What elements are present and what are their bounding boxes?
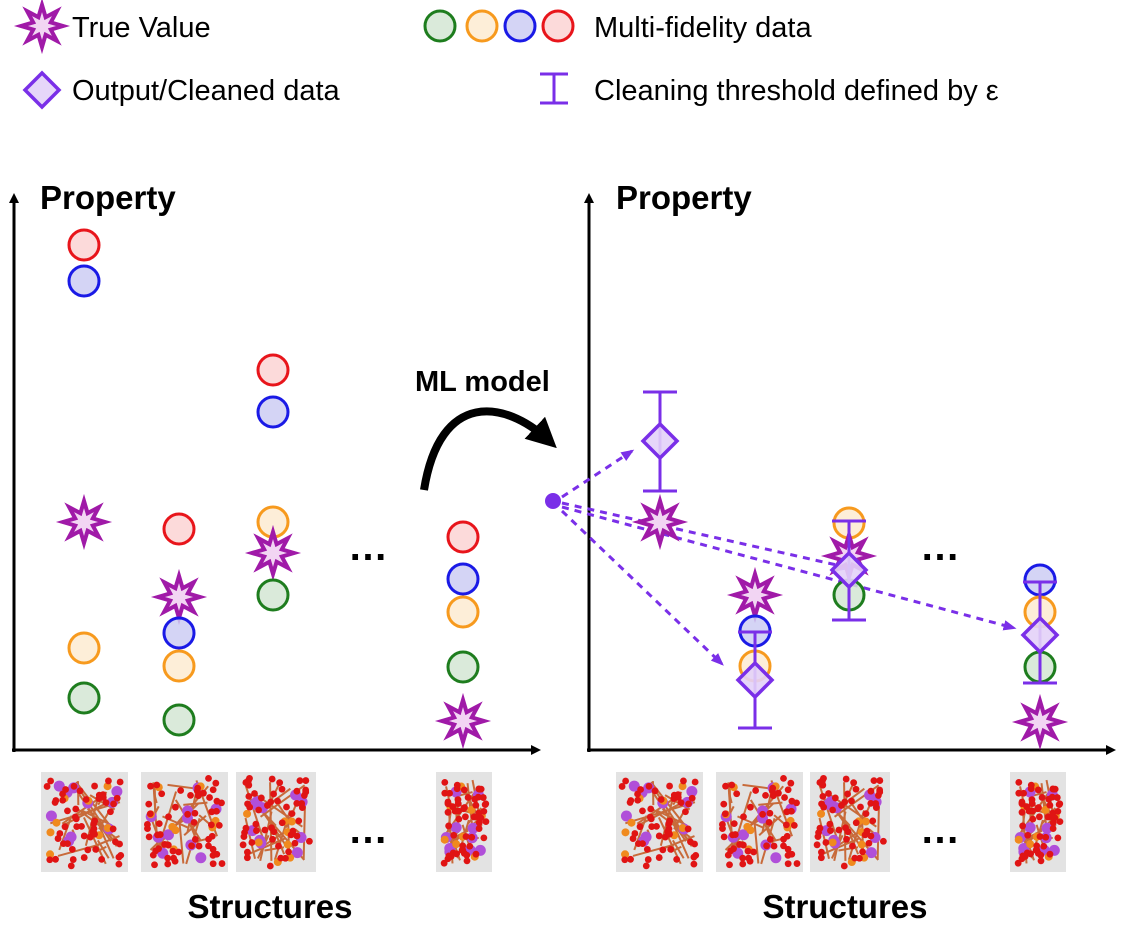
left-x-label: Structures <box>187 888 352 925</box>
star-burst-icon <box>55 493 113 551</box>
star-burst-icon <box>726 566 784 624</box>
green-circle-icon <box>67 681 101 715</box>
ml-model-arrow: ML model <box>415 366 557 491</box>
star-burst-icon <box>434 692 492 750</box>
right-x-label: Structures <box>762 888 927 925</box>
star-burst-icon <box>244 524 302 582</box>
orange-circle-icon <box>465 9 499 43</box>
diamond-marker-icon <box>735 660 775 700</box>
left-structures-ellipsis: … <box>348 808 388 852</box>
left-ellipsis: … <box>348 525 388 569</box>
right-structures-ellipsis: … <box>920 808 960 852</box>
crystal-structure-icon <box>716 772 803 872</box>
legend-output-cleaned: Output/Cleaned data <box>72 75 341 107</box>
orange-circle-icon <box>67 631 101 665</box>
right-panel: Property … … Structures <box>545 179 1116 925</box>
ml-prediction-arrows <box>560 449 1017 666</box>
ml-model-origin-dot <box>545 493 561 509</box>
red-circle-icon <box>446 520 480 554</box>
left-y-label: Property <box>40 179 176 216</box>
green-circle-icon <box>256 578 290 612</box>
star-burst-icon <box>150 568 208 626</box>
diamond-marker-icon <box>640 421 680 461</box>
crystal-structure-icon <box>436 772 492 872</box>
true-value-legend-icon <box>13 0 71 55</box>
orange-circle-icon <box>446 595 480 629</box>
red-circle-icon <box>162 512 196 546</box>
crystal-structure-icon <box>1010 772 1066 872</box>
crystal-structure-icon <box>810 772 890 872</box>
blue-circle-icon <box>67 264 101 298</box>
legend-cleaning-threshold: Cleaning threshold defined by ε <box>594 75 999 107</box>
red-circle-icon <box>256 353 290 387</box>
orange-circle-icon <box>162 649 196 683</box>
crystal-structure-icon <box>41 772 128 872</box>
right-structures-row <box>616 772 1066 872</box>
dashed-arrow <box>560 509 724 666</box>
blue-circle-icon <box>162 616 196 650</box>
multi-fidelity-legend-icon <box>423 9 575 43</box>
output-cleaned-legend-icon <box>22 70 62 110</box>
crystal-structure-icon <box>616 772 703 872</box>
dashed-arrow <box>561 449 635 499</box>
star-burst-icon <box>631 493 689 551</box>
star-burst-icon <box>13 0 71 55</box>
crystal-structure-icon <box>236 772 316 872</box>
left-structures-row <box>41 772 492 872</box>
green-circle-icon <box>423 9 457 43</box>
blue-circle-icon <box>256 395 290 429</box>
legend-true-value: True Value <box>72 12 211 44</box>
blue-circle-icon <box>446 562 480 596</box>
red-circle-icon <box>541 9 575 43</box>
crystal-structure-icon <box>141 772 228 872</box>
left-panel: Property … … Structures <box>9 179 541 925</box>
right-ellipsis: … <box>920 525 960 569</box>
curved-arrow <box>420 407 557 491</box>
legend-multi-fidelity: Multi-fidelity data <box>594 12 812 44</box>
green-circle-icon <box>162 703 196 737</box>
blue-circle-icon <box>503 9 537 43</box>
left-data-points <box>55 228 492 750</box>
star-burst-icon <box>1011 693 1069 751</box>
diamond-marker-icon <box>22 70 62 110</box>
green-circle-icon <box>446 650 480 684</box>
legend: True Value Multi-fidelity data Output/Cl… <box>13 0 999 110</box>
diamond-marker-icon <box>829 550 869 590</box>
red-circle-icon <box>67 228 101 262</box>
right-data-points <box>545 390 1069 751</box>
dashed-arrow <box>561 501 853 571</box>
error-bar-icon <box>540 72 568 105</box>
right-y-label: Property <box>616 179 752 216</box>
diamond-marker-icon <box>1020 615 1060 655</box>
ml-model-label: ML model <box>415 366 550 398</box>
